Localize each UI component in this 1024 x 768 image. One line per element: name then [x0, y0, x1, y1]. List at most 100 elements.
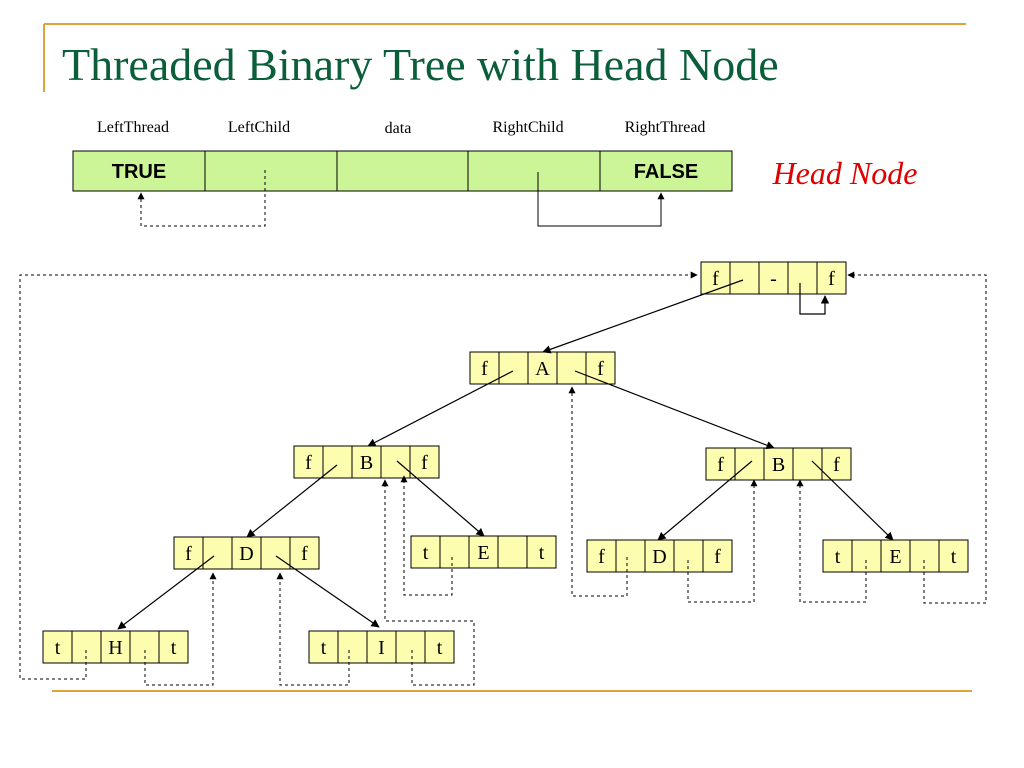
node-cell-leftthread [308, 630, 339, 664]
link-D-to-H [117, 555, 215, 630]
head-node-record: TRUE FALSE Head Node [72, 150, 918, 192]
node-leftthread-value: f [305, 452, 312, 474]
node-data-value: I [378, 637, 385, 659]
thread-I-left-to-D [276, 572, 350, 686]
link-B-to-D-left [246, 464, 338, 538]
node-cell-data [366, 630, 397, 664]
node-cell-rightthread [702, 539, 733, 573]
node-rightthread-value: t [437, 637, 443, 659]
node-cell-rightchild [787, 261, 818, 295]
node-cell-leftthread [410, 535, 441, 569]
node-leftthread-value: f [481, 358, 488, 380]
field-label-rightthread: RightThread [625, 119, 706, 136]
node-rightthread-value: f [828, 268, 835, 290]
node-cell-leftthread [586, 539, 617, 573]
tree-node-head: f-f [700, 261, 847, 295]
node-cell-data [231, 536, 262, 570]
node-leftthread-value: t [321, 637, 327, 659]
node-cell-data [644, 539, 675, 573]
node-data-value: E [477, 542, 489, 564]
node-data-value: H [108, 637, 122, 659]
node-data-value: B [360, 452, 373, 474]
node-cell-rightthread [938, 539, 969, 573]
node-cell-leftthread [42, 630, 73, 664]
field-label-data: data [385, 120, 412, 137]
head-record-pointers [137, 170, 665, 227]
node-cell-leftchild [498, 351, 529, 385]
node-cell-leftthread [173, 536, 204, 570]
node-rightthread-value: f [597, 358, 604, 380]
node-rightthread-value: f [421, 452, 428, 474]
node-data-value: A [535, 358, 550, 380]
node-cell-rightthread [526, 535, 557, 569]
rightchild-pointer [537, 172, 665, 227]
slide-decoration [43, 23, 972, 692]
child-links [117, 279, 894, 630]
node-cell-leftchild [439, 535, 470, 569]
node-cell-leftthread [469, 351, 500, 385]
link-A-to-B-left [367, 370, 514, 447]
thread-H-left-to-head [19, 271, 698, 680]
node-data-value: D [239, 543, 253, 565]
node-rightthread-value: f [714, 546, 721, 568]
thread-links [19, 271, 987, 686]
link-B-to-E-left [396, 460, 485, 537]
thread-I-right-to-B [381, 479, 475, 686]
node-cell-rightthread [585, 351, 616, 385]
head-node-label: Head Node [772, 155, 918, 191]
node-cell-rightthread [289, 536, 320, 570]
node-cell-rightthread [158, 630, 189, 664]
node-data-value: - [770, 268, 777, 290]
node-cell-rightchild [395, 630, 426, 664]
node-rightthread-value: f [833, 454, 840, 476]
node-cell-leftchild [337, 630, 368, 664]
node-leftthread-value: f [598, 546, 605, 568]
node-cell-rightchild [556, 351, 587, 385]
node-cell-rightchild [260, 536, 291, 570]
node-cell-data [468, 535, 499, 569]
thread-E-right-left-to-B [796, 479, 867, 603]
node-cell-data [880, 539, 911, 573]
node-leftthread-value: f [185, 543, 192, 565]
link-A-to-B-right [574, 370, 775, 450]
field-label-rightchild: RightChild [492, 119, 563, 136]
link-B-to-D-right [657, 460, 753, 541]
node-rightthread-value: t [951, 546, 957, 568]
node-cell-leftchild [615, 539, 646, 573]
head-record-rightthread-value: FALSE [634, 161, 698, 183]
node-rightthread-value: t [539, 542, 545, 564]
link-B-to-E-right [811, 460, 894, 541]
node-leftthread-value: f [712, 268, 719, 290]
node-cell-rightthread [816, 261, 847, 295]
node-cell-rightthread [424, 630, 455, 664]
node-cell-leftchild [202, 536, 233, 570]
head-record-leftthread-value: TRUE [112, 161, 166, 183]
node-cell-rightthread [409, 445, 440, 479]
node-leftthread-value: t [423, 542, 429, 564]
node-data-value: B [772, 454, 785, 476]
thread-D-right-right-to-B [687, 479, 758, 603]
field-label-leftthread: LeftThread [97, 119, 169, 136]
node-cell-leftchild [729, 261, 760, 295]
node-data-value: D [652, 546, 666, 568]
node-rightthread-value: t [171, 637, 177, 659]
node-leftthread-value: t [835, 546, 841, 568]
node-rightthread-value: f [301, 543, 308, 565]
node-data-value: E [889, 546, 901, 568]
node-cell-leftthread [700, 261, 731, 295]
thread-H-right-to-D [144, 572, 217, 686]
slide-title: Threaded Binary Tree with Head Node [62, 39, 779, 90]
node-cell-rightchild [792, 447, 823, 481]
link-D-to-I [275, 555, 380, 628]
thread-E-left-to-B [400, 475, 453, 596]
node-cell-data [100, 630, 131, 664]
